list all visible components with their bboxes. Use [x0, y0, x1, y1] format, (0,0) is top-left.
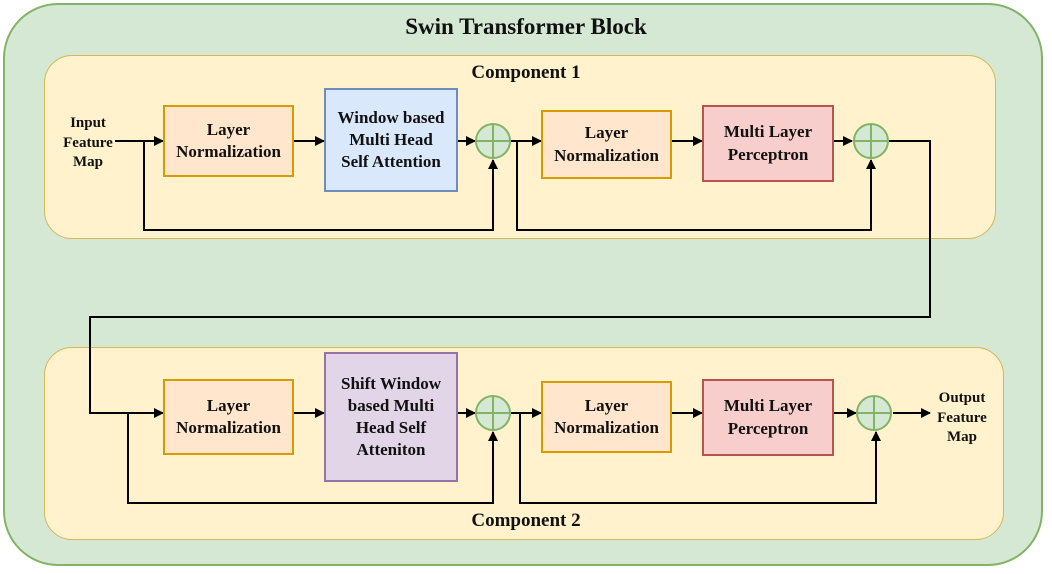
component-2-title: Component 2 [471, 510, 581, 531]
circle-plus-icon [475, 395, 511, 431]
skip-connection-1 [143, 141, 498, 231]
skip-connection-3 [127, 413, 498, 504]
input-feature-map-label: Input Feature Map [63, 115, 113, 170]
block-title: Swin Transformer Block [405, 14, 647, 39]
circle-plus-icon [853, 123, 889, 159]
skip-connection-4 [519, 413, 881, 504]
inter-component-link [89, 140, 931, 418]
circle-plus-icon [475, 123, 511, 159]
output-feature-map-label: Output Feature Map [937, 390, 987, 445]
component-1-title: Component 1 [471, 62, 581, 83]
skip-connection-2 [516, 141, 876, 231]
circle-plus-icon [856, 395, 892, 431]
